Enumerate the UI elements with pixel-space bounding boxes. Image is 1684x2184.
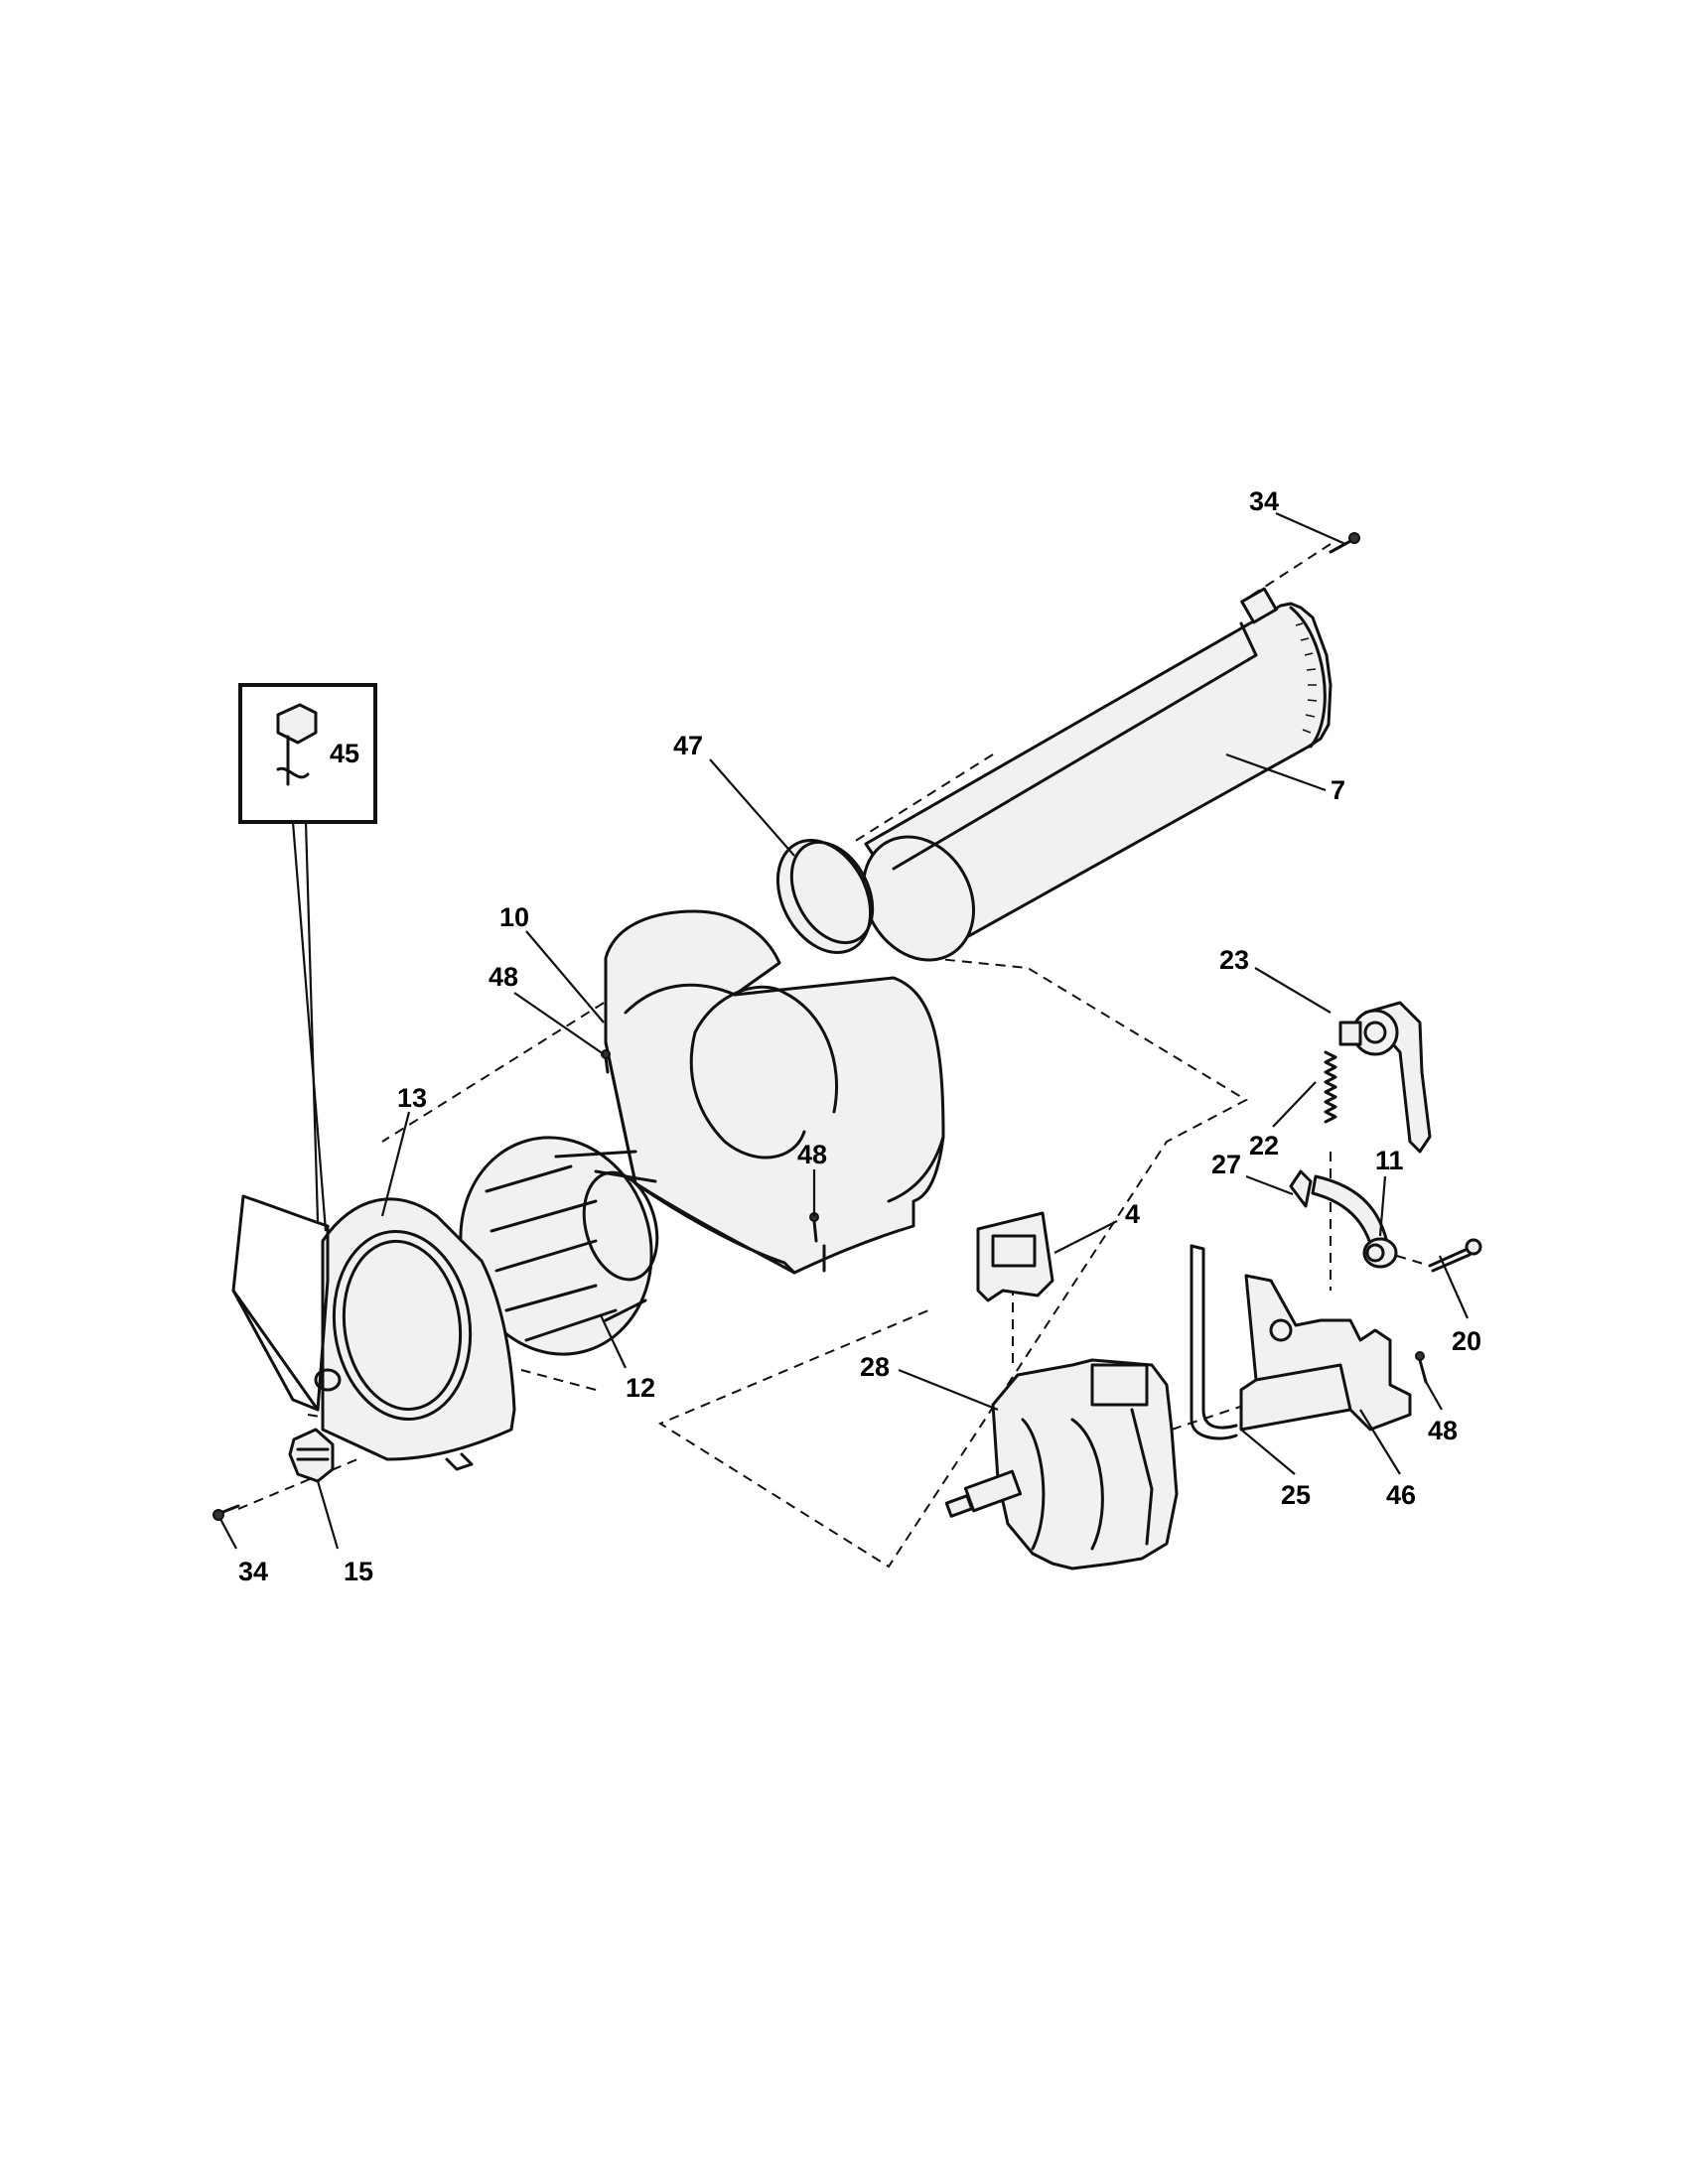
callout-11: 11 [1375, 1146, 1404, 1175]
part-48-screw-left [601, 1049, 611, 1074]
callout-46: 46 [1386, 1480, 1416, 1510]
part-34-screw-bottom [212, 1504, 240, 1521]
part-23-idler-arm [1338, 1001, 1432, 1154]
callout-34-bottom: 34 [238, 1557, 268, 1586]
callout-15: 15 [344, 1557, 373, 1586]
callout-48-left: 48 [489, 962, 518, 992]
part-27-clip [1289, 1169, 1313, 1208]
callout-10: 10 [499, 902, 529, 932]
callout-13: 13 [397, 1083, 427, 1113]
callout-leaders [219, 511, 1470, 1550]
part-45-panel-sheet [231, 1194, 330, 1412]
part-11-idler-pulley [1362, 1237, 1398, 1269]
part-13-bulkhead [314, 1197, 516, 1471]
part-25-strap [1190, 1244, 1238, 1440]
part-46-motor-bracket [1239, 1274, 1412, 1432]
part-4-motor-mount [976, 1211, 1054, 1302]
callout-23: 23 [1219, 945, 1249, 975]
callout-4: 4 [1125, 1199, 1140, 1229]
callout-28: 28 [860, 1352, 890, 1382]
callout-47: 47 [673, 731, 703, 760]
inset-box-45 [238, 683, 377, 1232]
part-34-screw-top [1329, 532, 1360, 554]
callout-22: 22 [1249, 1131, 1279, 1160]
part-12-blower-wheel [459, 1136, 659, 1356]
callout-20: 20 [1452, 1326, 1481, 1356]
part-20-bolt [1428, 1238, 1482, 1273]
part-28-drive-motor [944, 1358, 1179, 1570]
callout-48-mid: 48 [797, 1140, 827, 1169]
callout-45: 45 [330, 739, 359, 768]
callout-34-top: 34 [1249, 486, 1279, 516]
part-15-thermostat [288, 1428, 335, 1483]
callout-25: 25 [1281, 1480, 1311, 1510]
part-7-exhaust-duct [861, 587, 1333, 962]
callout-7: 7 [1331, 775, 1345, 805]
part-47-duct-seal [775, 838, 875, 955]
part-22-idler-spring [1324, 1050, 1337, 1124]
callout-12: 12 [626, 1373, 655, 1403]
callout-labels: 34 7 47 45 10 48 13 48 12 23 22 27 11 4 … [238, 486, 1481, 1586]
callout-27: 27 [1211, 1150, 1241, 1179]
part-10-blower-housing [604, 909, 945, 1275]
part-48-screw-right [1415, 1351, 1428, 1384]
callout-48-right: 48 [1428, 1416, 1458, 1445]
